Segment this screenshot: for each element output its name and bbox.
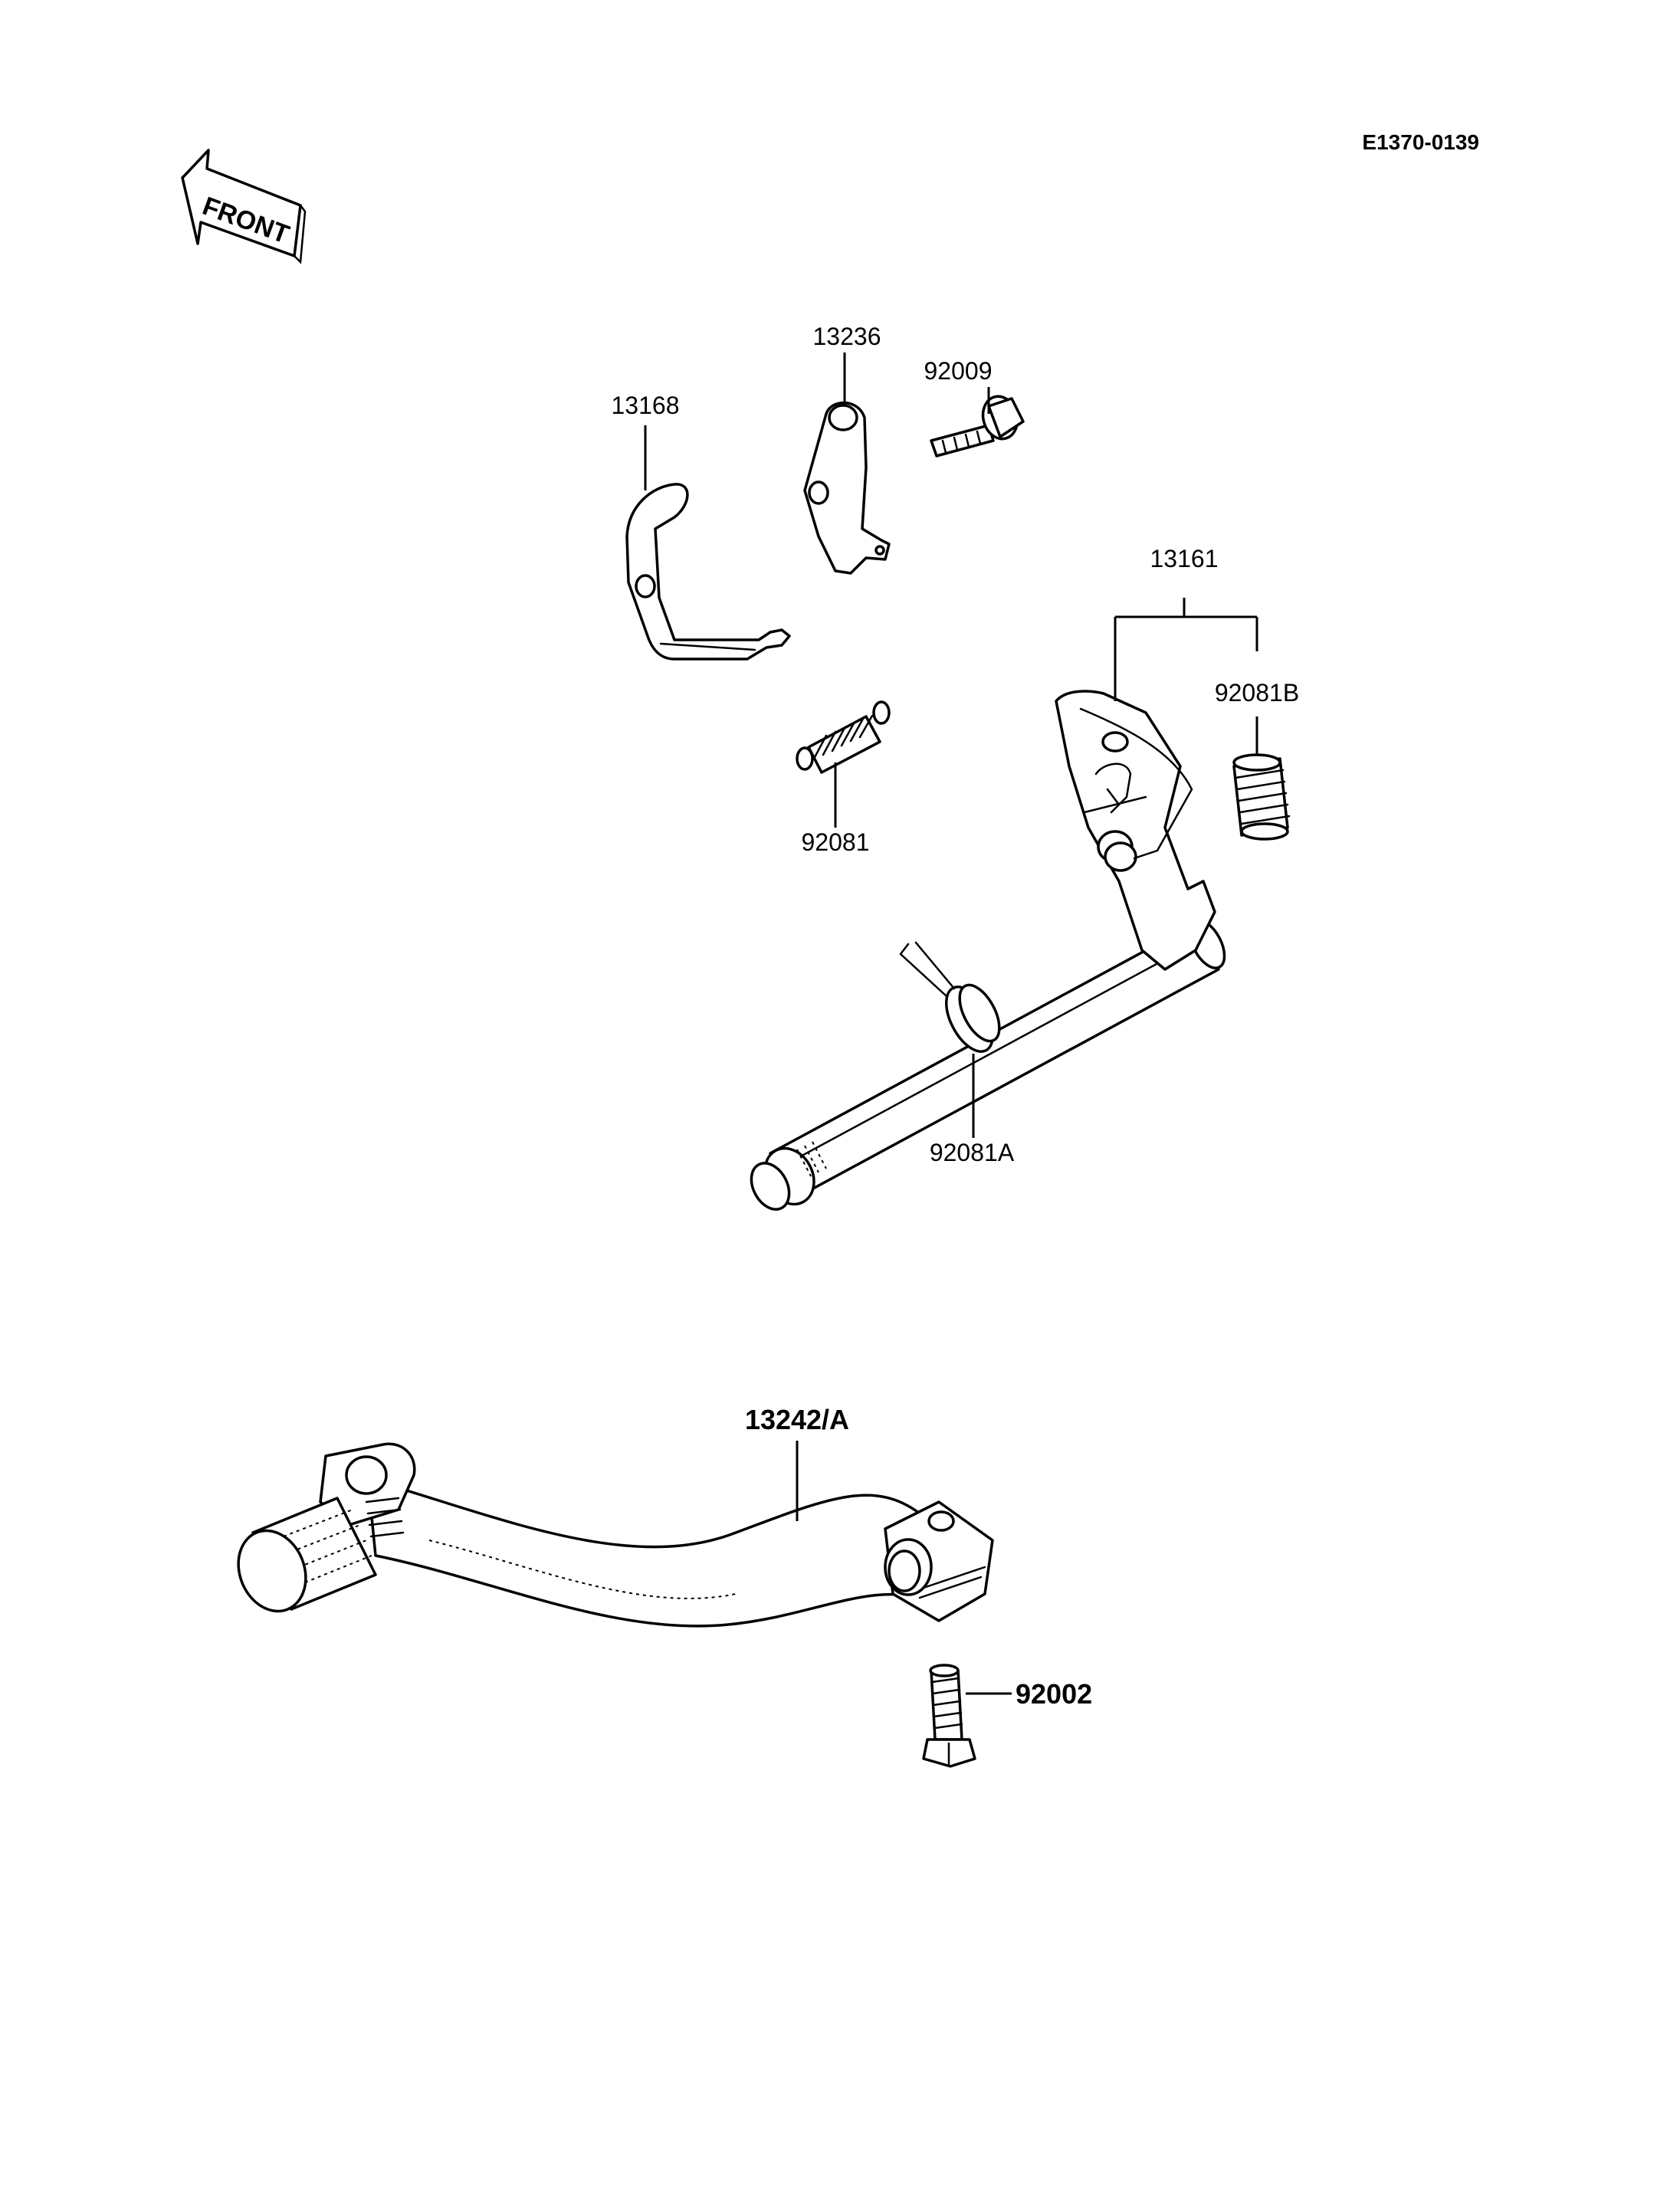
label-92081: 92081 xyxy=(802,828,870,856)
label-13168: 13168 xyxy=(612,392,680,419)
label-92081a: 92081A xyxy=(930,1139,1015,1166)
part-92009-screw xyxy=(930,395,1025,457)
part-13161-shift-shaft xyxy=(750,690,1226,1211)
label-13236: 13236 xyxy=(813,323,881,350)
label-13161: 13161 xyxy=(1150,545,1219,572)
label-92002: 92002 xyxy=(1016,1678,1092,1710)
diagram-code: E1370-0139 xyxy=(1362,130,1479,154)
part-92002-bolt xyxy=(922,1664,976,1768)
label-92009: 92009 xyxy=(924,357,993,385)
part-92081b-spring xyxy=(1232,753,1291,841)
part-13236-lever-plate xyxy=(803,401,891,575)
label-13242a: 13242/A xyxy=(745,1404,849,1435)
front-direction-arrow-icon: FRONT xyxy=(181,149,307,264)
part-13168-bracket xyxy=(625,483,791,661)
part-92081-spring xyxy=(796,700,891,774)
part-13242a-shift-pedal xyxy=(237,1442,994,1628)
label-92081b: 92081B xyxy=(1215,679,1299,707)
